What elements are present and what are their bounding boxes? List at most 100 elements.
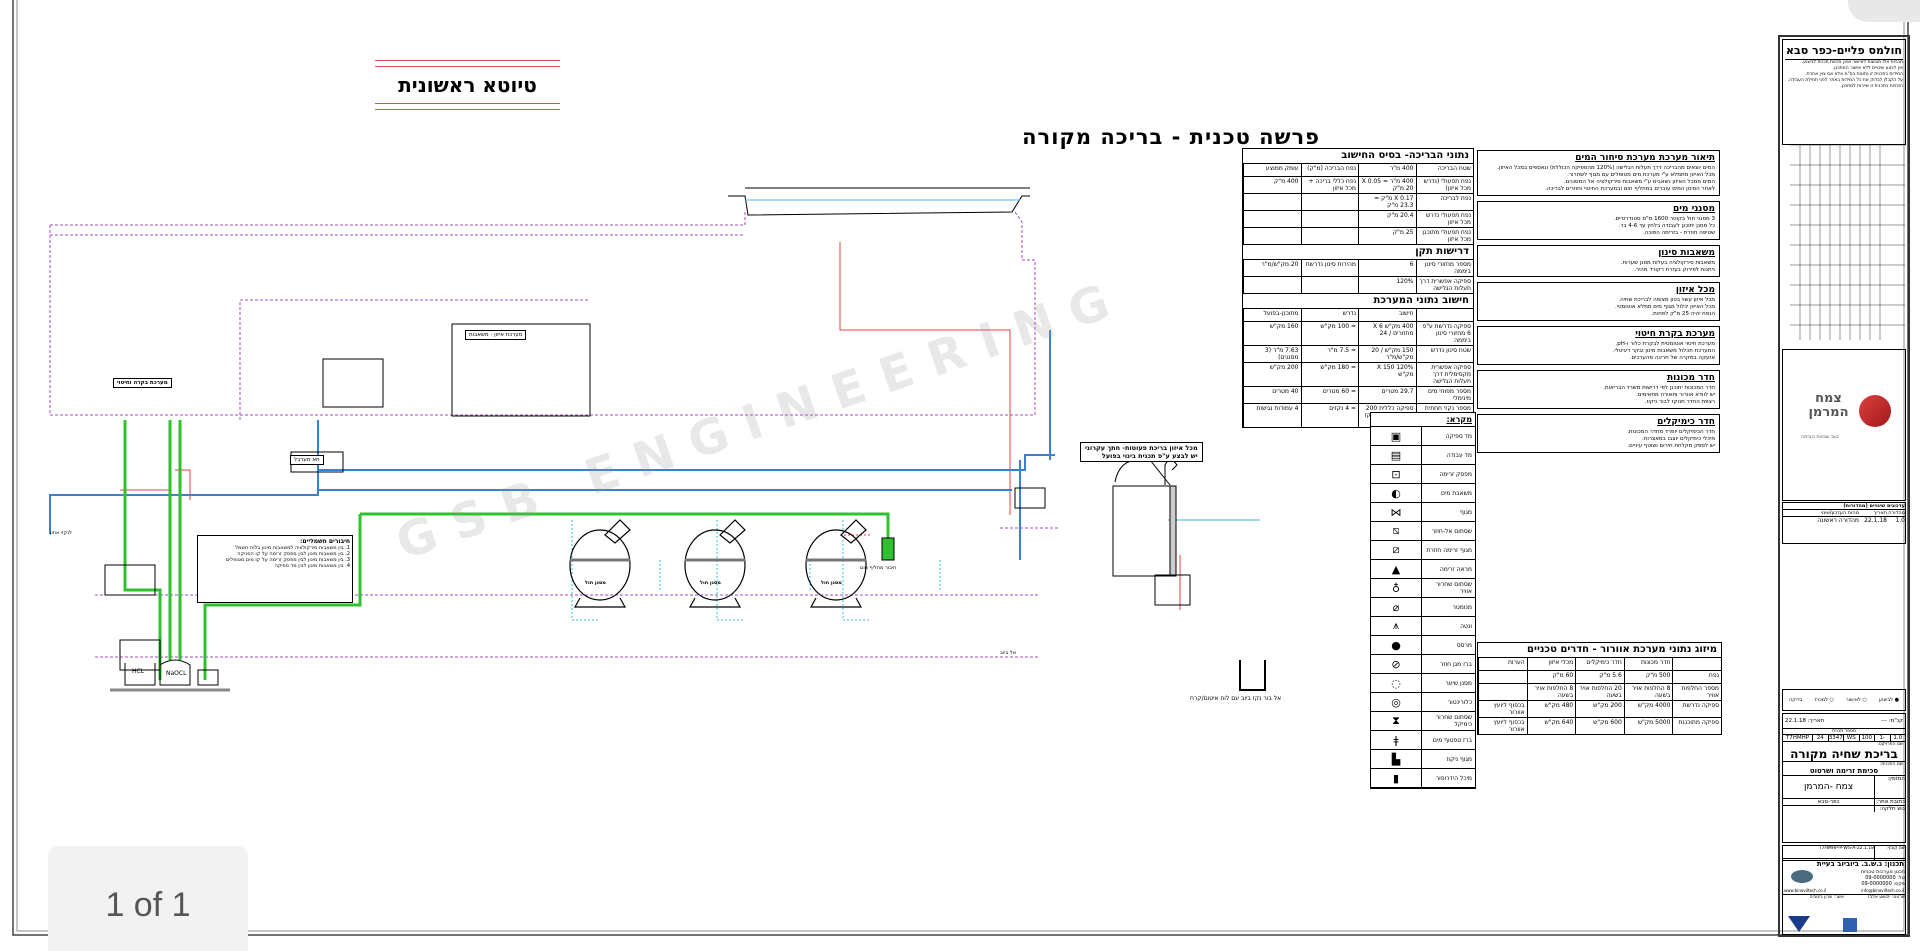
note-line: מערכת חיטוי אוטומטית לבקרת כלור ו-pH. [1615, 341, 1716, 347]
drawing-number-part: 100 [1858, 735, 1875, 741]
status-option-tender[interactable]: ○ למכרז [1814, 697, 1834, 703]
table-header-row: שטח הבריכה 400 מ"ר נפח הבריכה (מ"ק) עומק… [1243, 164, 1473, 177]
table-header: נדרש [1300, 309, 1359, 321]
table-cell: 640 מק"ש [1526, 718, 1576, 734]
revision-version: 1.0 [1895, 517, 1905, 524]
to-pool-label: לנקזי אוזון [50, 530, 72, 536]
table-cell: 0.17 X מ"ק = 23.3 מ"ק [1358, 194, 1416, 210]
table-cell: נפח תפעולי (נדרש מכל איזון) [1415, 177, 1474, 193]
legend-item: מרסס● [1371, 636, 1475, 655]
table-cell: מספר החלפות אוויר [1672, 684, 1721, 700]
table-header: חדר כימיקלים [1575, 658, 1624, 670]
draft-stamp-text: טיוטא ראשונית [398, 73, 537, 97]
filter-label: מסנן חול [700, 580, 721, 586]
title-block-signature-grid [1790, 145, 1905, 340]
electrical-note: 3. בין משאבות מינון לבין מפסק זרימה על ק… [225, 557, 350, 563]
revision-date: 22.1.18 [1864, 517, 1887, 524]
project-label: שם הפרויקט: [1877, 742, 1903, 747]
note-line: אזעקה במקרה של חריגה מהערכים. [1629, 355, 1715, 361]
table-header: מכלי איזון [1526, 658, 1576, 670]
table-cell: 5.6 מ"ק [1575, 671, 1624, 683]
drawing-number-part: 3347 [1827, 735, 1843, 741]
legend-item: מפסק זרימה⊡ [1371, 465, 1475, 484]
table-header: נפח הבריכה (מ"ק) [1300, 164, 1359, 176]
check-valve-icon: ⧄ [1371, 522, 1422, 540]
table-cell: 20 החלפות אויר בשעה [1575, 684, 1624, 700]
table-header: עומק ממוצע [1243, 164, 1301, 176]
filter-label: מסנן חול [585, 580, 606, 586]
legend-item-label: שסתום אל-חוזר [1431, 527, 1472, 535]
client-name: צמח -המרמן [1803, 782, 1854, 792]
calc-title: חישוב נתוני המערכת [1243, 294, 1473, 309]
tap-icon: ǂ [1371, 731, 1422, 749]
drawing-number-part: 1.0 [1889, 735, 1906, 741]
table-cell: 4000 מק"ש [1623, 701, 1673, 717]
note-title: חדר כימיקלים [1657, 417, 1715, 427]
table-cell: מספר מחזורי סינון ביממה [1415, 260, 1474, 276]
title-block: חולמס פליים-כפר סבא תכניות אלו מוגשות לא… [1778, 35, 1910, 937]
sheet-border [12, 0, 1909, 936]
legend-item-label: מגוף זרימה חוזרת [1426, 546, 1472, 554]
table-cell: 400 מ"ר X 0.05 = 20 מ"ק [1358, 177, 1416, 193]
designer-email[interactable]: info@bineviltech.co.il [1861, 888, 1904, 893]
naocl-tank-label: NaOCL [166, 670, 187, 677]
scale-value: --- [1881, 718, 1888, 724]
note-title: תיאור מערכת מערכת סיחור המים [1575, 153, 1715, 163]
table-cell: 400 מ"ק [1243, 177, 1301, 193]
legend: מקרא: מד ספיקה▣מד עבודה▤מפסק זרימה⊡משאבת… [1370, 412, 1476, 789]
note-section: מערכת בקרת חיטוי מערכת חיטוי אוטומטית לבק… [1477, 326, 1720, 365]
table-cell: 120% [1358, 277, 1416, 293]
ventilation-table-title: מיזוג נתוני מערכת אוורור - חדרים טכניים [1478, 643, 1721, 658]
note-line: מיכלי כימיקלים יוצבו במאצרות. [1642, 436, 1715, 442]
designer-website[interactable]: www.bineviltech.co.il [1784, 888, 1827, 893]
legend-item: מראה זרימה▲ [1371, 560, 1475, 579]
pump-system-label: מערכת איזון - משאבות [465, 330, 527, 340]
viewer-corner-button[interactable] [1848, 0, 1920, 22]
flow-switch-icon: ⊡ [1371, 465, 1422, 483]
balance-tank-note: יש לבצע ע"פ תכנית בינוי בפועל [1101, 452, 1198, 460]
legend-item-label: מד ספיקה [1445, 432, 1472, 440]
date-label: תאריך: [1807, 718, 1825, 724]
electrical-note: 4. בין משאבות מינון לבין מד ספיקה [274, 563, 350, 569]
electrical-notes-box: חיבורים חשמליים: 1. בין משאבות סירקולציה… [197, 535, 353, 603]
drawn-by: שרטט: יהושע אלבז [1868, 895, 1905, 900]
table-cell: 25 מ"ק [1358, 228, 1416, 244]
status-option-execution[interactable]: ● לביצוע [1878, 697, 1900, 703]
table-cell: שטח סינון נדרש [1415, 346, 1474, 362]
design-table-title: נתוני הבריכה- בסיס החישוב [1243, 149, 1473, 164]
legend-item: מיכל הידרופור▮ [1371, 769, 1475, 788]
table-cell: ספיקה נדרשת ע"פ 6 מחזורי סינון ביממה [1415, 322, 1474, 345]
table-cell: = 180 מק"ש [1300, 363, 1359, 386]
electrical-note: 1. בין משאבות סירקולציה למשאבות מינון בל… [235, 545, 350, 551]
status-option-check[interactable]: בדיקה [1789, 697, 1803, 703]
note-title: מערכת בקרת חיטוי [1635, 329, 1715, 339]
backflow-icon: ⧅ [1371, 541, 1422, 559]
drawing-number-part: T7HMHP [1785, 735, 1810, 741]
designer-line: תכנון מערכות טכניות [1860, 869, 1905, 875]
date-value: 22.1.18 [1785, 718, 1806, 724]
note-line: המים יוצאים מהבריכה דרך תעלות הגלישה (12… [1497, 165, 1715, 171]
status-option-approval[interactable]: ○ לאישור [1845, 697, 1867, 703]
filter-label: מסנן חול [821, 580, 842, 586]
legend-item-label: מרסס [1456, 641, 1472, 649]
sand-filters [569, 519, 867, 608]
manometer-icon: ⌀ [1371, 598, 1422, 616]
client-logo-mark-icon [1859, 395, 1891, 427]
table-cell: נפח תפעולי נדרש מכל איזון [1415, 211, 1474, 227]
drain-valve-icon: ▙ [1371, 750, 1422, 768]
designer-line: פקס: 09-0000000 [1861, 881, 1905, 887]
hcl-tank-label: HCL [132, 668, 145, 675]
table-cell: 29.7 מטרים [1358, 387, 1416, 403]
note-title: מסנני מים [1673, 204, 1715, 214]
drawing-number-part: 24 [1812, 735, 1828, 741]
legend-item-label: מגוף ניקוז [1446, 755, 1472, 763]
note-line: מכל האיזון מתמלא ע"י מערכת מים מטופלים ע… [1567, 172, 1715, 178]
